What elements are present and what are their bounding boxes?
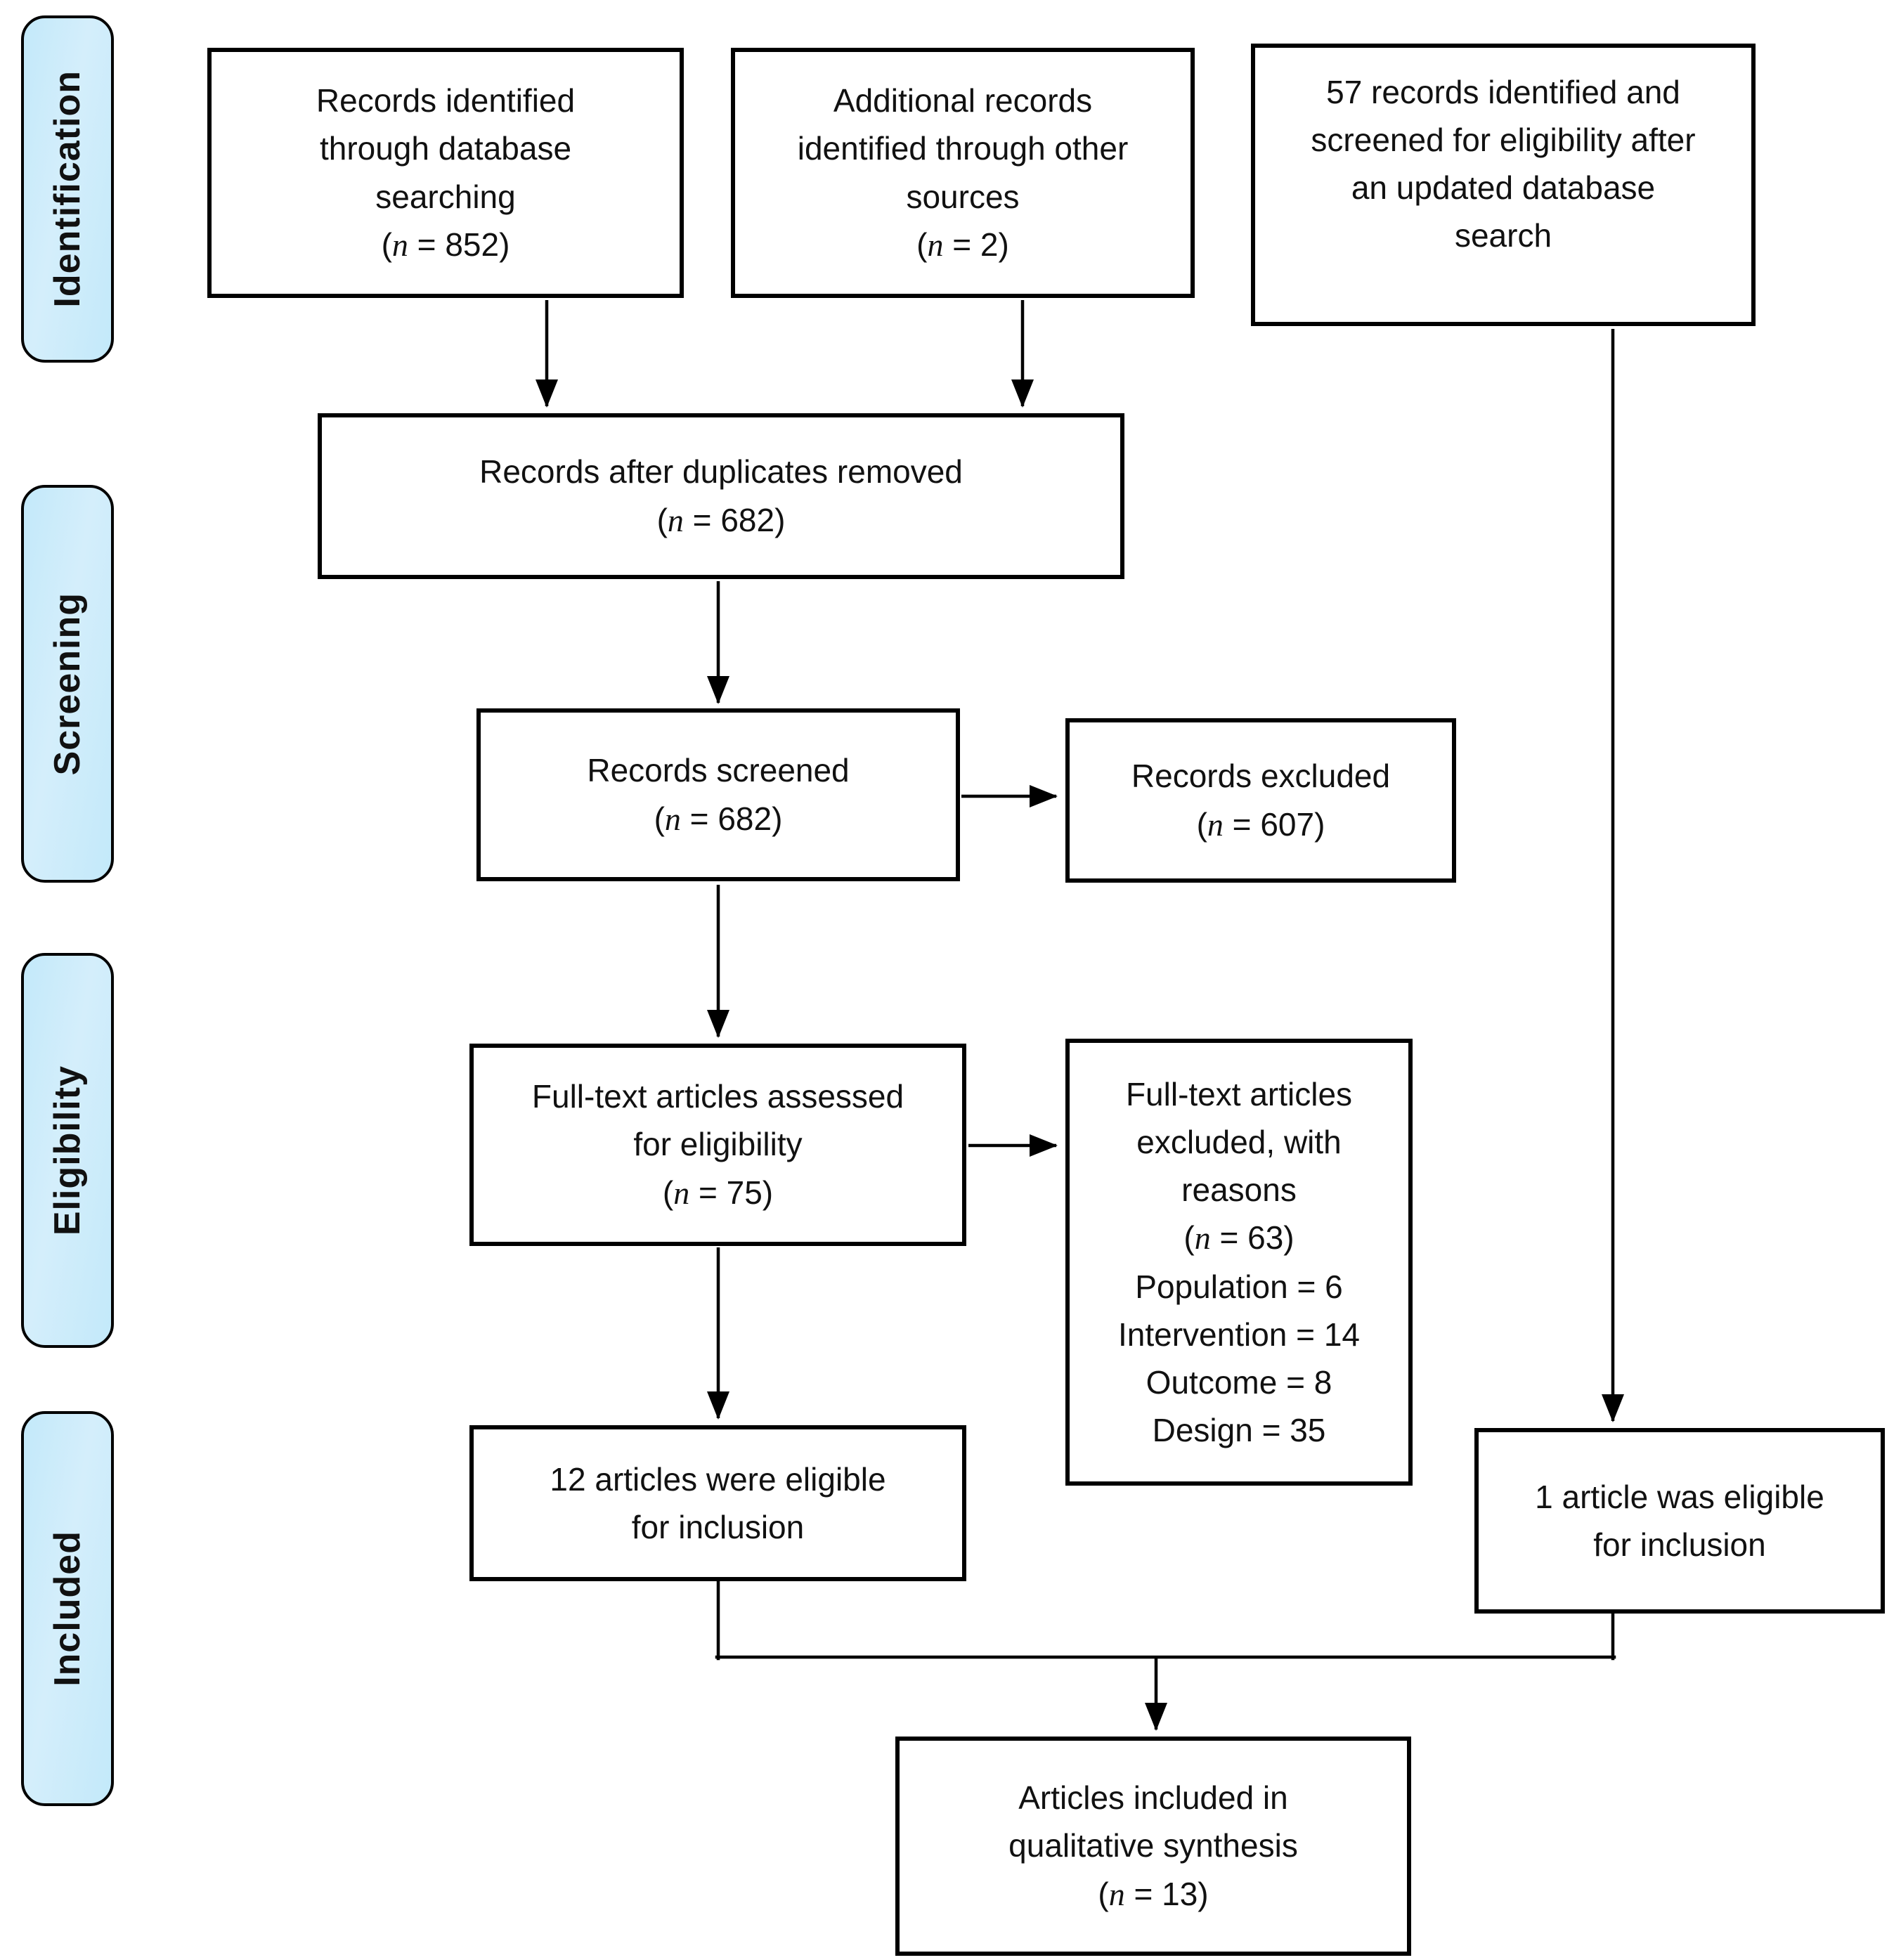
box-records-screened: Records screened(n = 682) (476, 708, 960, 881)
stage-identification-label: Identification (47, 70, 88, 308)
stage-screening: Screening (21, 485, 114, 883)
box-duplicates-removed-text: Records after duplicates removed(n = 682… (479, 453, 963, 538)
box-records-screened-text: Records screened(n = 682) (587, 752, 850, 837)
stage-screening-label: Screening (47, 592, 88, 776)
box-records-excluded-text: Records excluded(n = 607) (1131, 758, 1391, 843)
stage-eligibility: Eligibility (21, 953, 114, 1348)
box-records-excluded: Records excluded(n = 607) (1065, 718, 1456, 883)
stage-eligibility-label: Eligibility (47, 1065, 88, 1236)
stage-identification: Identification (21, 15, 114, 363)
stage-included: Included (21, 1411, 114, 1806)
box-duplicates-removed: Records after duplicates removed(n = 682… (318, 413, 1124, 579)
stage-included-label: Included (47, 1531, 88, 1687)
